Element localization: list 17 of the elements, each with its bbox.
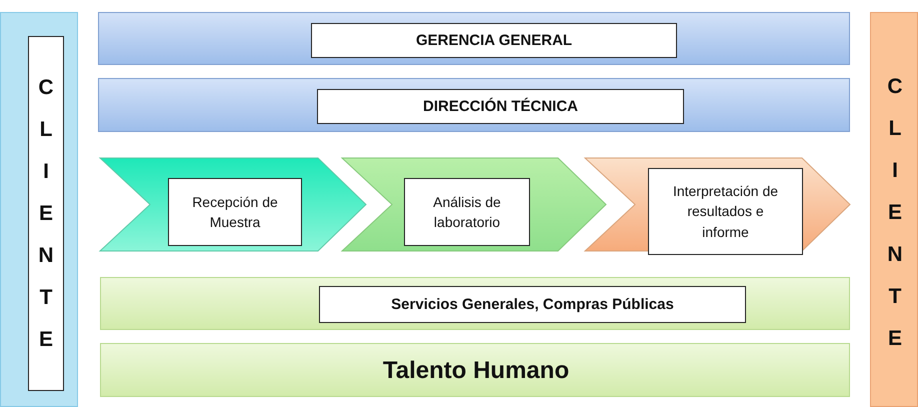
- department-label: Talento Humano: [382, 356, 570, 386]
- department-label: Servicios Generales, Compras Públicas: [319, 286, 746, 323]
- department-band: [100, 343, 850, 397]
- process-label: Recepción de Muestra: [168, 178, 302, 246]
- department-band: [98, 12, 850, 65]
- client-band: [870, 12, 918, 407]
- process-step-band: [100, 158, 366, 251]
- department-label: GERENCIA GENERAL: [311, 23, 677, 58]
- vertical-text: CLIENTE: [886, 74, 904, 352]
- process-step-band: [342, 158, 606, 251]
- vertical-text: CLIENTE: [37, 74, 55, 352]
- client-band: [0, 12, 78, 407]
- process-label: Interpretación de resultados e informe: [648, 168, 803, 255]
- department-label: DIRECCIÓN TÉCNICA: [317, 89, 684, 124]
- process-label: Análisis de laboratorio: [404, 178, 530, 246]
- department-band: [100, 277, 850, 330]
- department-band: [98, 78, 850, 132]
